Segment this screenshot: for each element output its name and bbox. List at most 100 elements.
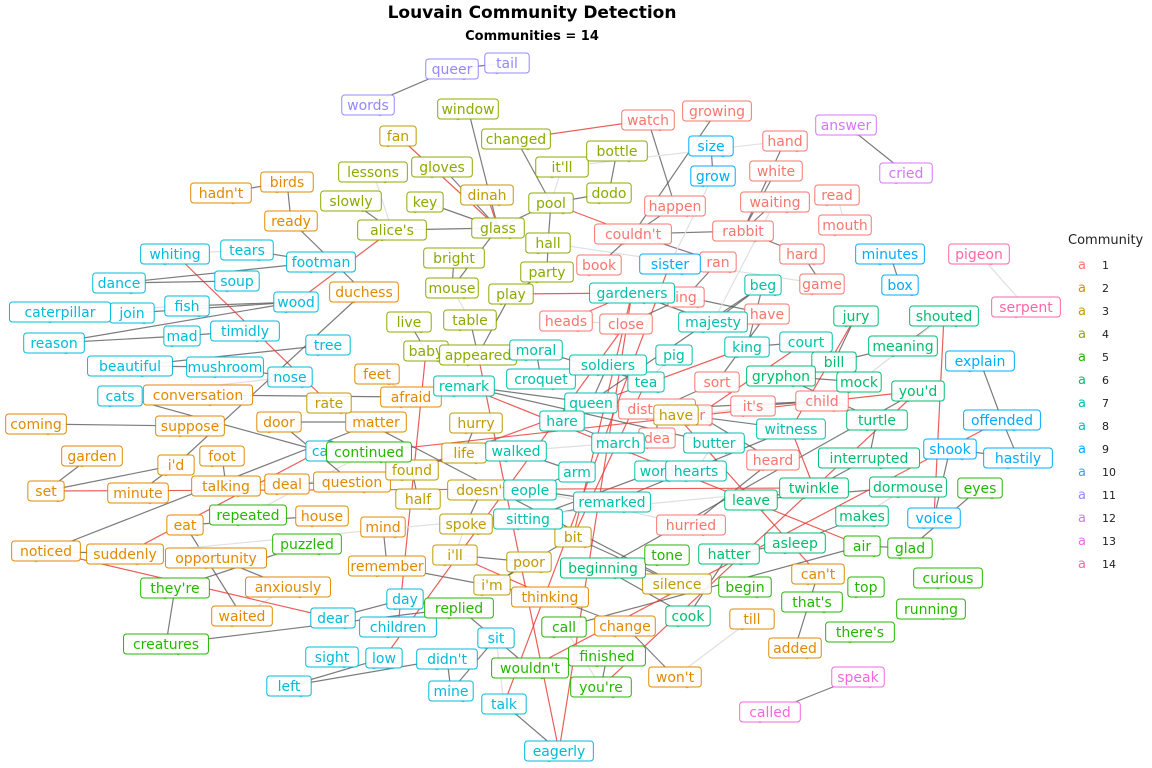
node-label-box — [481, 128, 551, 150]
node-label-box — [768, 637, 822, 659]
node-label-box — [86, 543, 164, 565]
node-wood: wood — [273, 291, 319, 314]
node-label-box — [525, 232, 571, 254]
node-label: can't — [801, 567, 836, 583]
node-king: king — [724, 336, 770, 359]
node-label: table — [452, 313, 487, 329]
node-label-box — [385, 459, 439, 481]
node-label-box — [963, 409, 1041, 431]
node-label: change — [599, 619, 651, 635]
node-label-box — [815, 114, 877, 136]
node-label: life — [453, 446, 474, 462]
node-label-box — [380, 386, 442, 408]
node-label: continued — [334, 445, 404, 461]
node-label: remark — [439, 379, 490, 395]
node-that-s: that's — [781, 591, 843, 614]
node-label: hadn't — [199, 186, 244, 202]
node-can-t: can't — [791, 563, 845, 586]
legend-label: 8 — [1102, 420, 1109, 433]
node-witness: witness — [756, 418, 826, 441]
node-label: box — [887, 278, 912, 294]
node-anxiously: anxiously — [245, 576, 331, 599]
node-birds: birds — [260, 171, 314, 194]
node-fan: fan — [379, 125, 417, 148]
node-label: majesty — [685, 315, 741, 331]
node-label: party — [529, 265, 566, 281]
node-suppose: suppose — [155, 415, 225, 438]
node-label-box — [61, 445, 123, 467]
node-curious: curious — [913, 567, 983, 590]
node-label: hare — [546, 414, 578, 430]
node-label-box — [694, 371, 740, 393]
node-label-box — [329, 281, 399, 303]
legend-key: a — [1078, 419, 1086, 434]
node-label: window — [441, 102, 494, 118]
node-label: nose — [273, 370, 306, 386]
node-label: dear — [317, 611, 349, 627]
node-label: mouse — [429, 281, 476, 297]
node-cried: cried — [879, 162, 933, 185]
node-label-box — [642, 573, 712, 595]
node-label: walked — [491, 444, 540, 460]
node-label-box — [386, 588, 424, 610]
node-label-box — [653, 404, 699, 426]
node-label: poor — [513, 555, 545, 571]
legend-label: 4 — [1102, 328, 1109, 341]
node-label: close — [608, 317, 644, 333]
node-cook: cook — [665, 605, 711, 628]
node-found: found — [385, 459, 439, 482]
node-dormouse: dormouse — [869, 476, 947, 499]
node-label-box — [591, 432, 645, 454]
node-label: replied — [435, 601, 483, 617]
node-label-box — [779, 477, 849, 499]
graph-edge — [53, 301, 297, 344]
node-label: voice — [915, 511, 952, 527]
node-garden: garden — [61, 445, 123, 468]
node-label-box — [11, 540, 81, 562]
node-label-box — [846, 409, 908, 431]
node-dodo: dodo — [586, 182, 632, 205]
graph-edge — [45, 464, 177, 492]
node-label-box — [570, 676, 632, 698]
node-mind: mind — [360, 516, 406, 539]
node-hard: hard — [779, 243, 825, 266]
node-label: lessons — [347, 165, 399, 181]
node-label: sort — [703, 375, 731, 391]
node-label: glad — [895, 541, 925, 557]
node-label: king — [732, 340, 762, 356]
node-label-box — [586, 182, 632, 204]
node-label: question — [322, 475, 382, 491]
node-question: question — [313, 471, 391, 494]
node-shouted: shouted — [909, 305, 979, 328]
node-label-box — [386, 311, 432, 333]
node-voice: voice — [907, 507, 961, 530]
legend-key: a — [1078, 396, 1086, 411]
node-label: half — [405, 492, 432, 508]
node-label-box — [460, 184, 514, 206]
node-label: didn't — [427, 652, 467, 668]
node-label: queen — [569, 396, 613, 412]
node-label-box — [698, 543, 760, 565]
node-ready: ready — [264, 210, 318, 233]
node-label: minutes — [862, 247, 919, 263]
legend-label: 13 — [1102, 535, 1116, 548]
node-label: have — [750, 307, 784, 323]
node-label: i'm — [481, 578, 502, 594]
node-label-box — [887, 537, 933, 559]
node-label: court — [788, 335, 825, 351]
node-sister: sister — [639, 253, 701, 276]
node-door: door — [256, 411, 302, 434]
node-label: gryphon — [752, 369, 810, 385]
node-label: hastily — [995, 451, 1041, 467]
node-sit: sit — [477, 627, 515, 650]
graph-edge — [467, 108, 499, 229]
node-label: glass — [480, 221, 516, 237]
node-suddenly: suddenly — [86, 543, 164, 566]
node-label: house — [301, 509, 343, 525]
node-label-box — [260, 171, 314, 193]
node-label: wouldn't — [500, 661, 560, 677]
node-low: low — [365, 647, 403, 670]
node-finished: finished — [568, 645, 646, 668]
